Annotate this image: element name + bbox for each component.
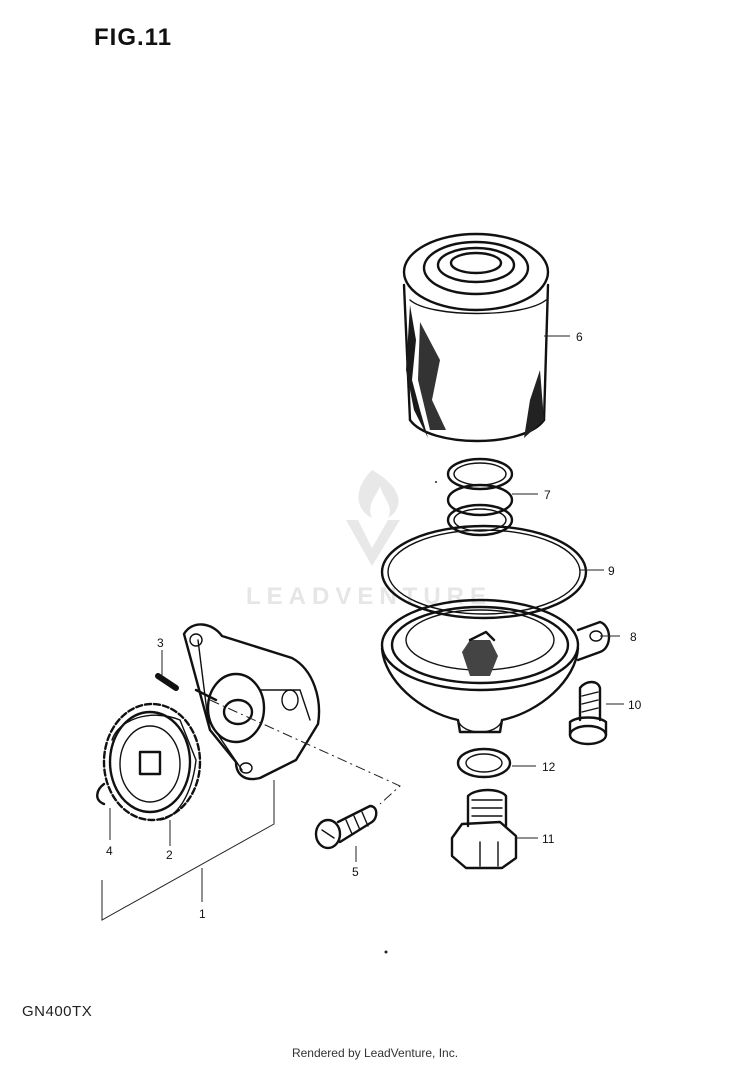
leadventure-watermark: LEADVENTURE bbox=[246, 470, 492, 610]
callout-5: 5 bbox=[352, 865, 359, 879]
part-4-circlip bbox=[96, 782, 106, 806]
callout-1: 1 bbox=[199, 907, 206, 921]
part-6-oil-filter bbox=[402, 232, 550, 443]
callout-7: 7 bbox=[544, 488, 551, 502]
part-3-pin bbox=[155, 673, 179, 691]
figure-title: FIG.11 bbox=[94, 24, 173, 51]
callout-11: 11 bbox=[542, 832, 555, 846]
callout-9: 9 bbox=[608, 564, 615, 578]
callout-8: 8 bbox=[630, 630, 637, 644]
render-credit: Rendered by LeadVenture, Inc. bbox=[291, 1046, 459, 1060]
leader-lines bbox=[109, 335, 624, 862]
part-1-oil-pump bbox=[182, 623, 321, 781]
assembly-axis-line bbox=[209, 699, 401, 805]
assembly-bracket bbox=[101, 780, 275, 921]
v-logo-icon bbox=[346, 520, 400, 566]
callout-10: 10 bbox=[628, 698, 642, 712]
part-7-spring bbox=[446, 457, 514, 537]
callout-2: 2 bbox=[166, 848, 173, 862]
callout-12: 12 bbox=[542, 760, 556, 774]
callout-labels: 6 7 9 8 10 12 11 3 4 2 5 1 bbox=[106, 330, 642, 921]
callout-3: 3 bbox=[157, 636, 164, 650]
callout-4: 4 bbox=[106, 844, 113, 858]
part-8-filter-cap bbox=[380, 598, 611, 734]
callout-6: 6 bbox=[576, 330, 583, 344]
part-5-screw bbox=[314, 804, 378, 850]
watermark-text: LEADVENTURE bbox=[246, 583, 492, 610]
part-10-bolt bbox=[568, 680, 608, 746]
part-9-o-ring bbox=[380, 524, 588, 620]
part-12-washer bbox=[456, 747, 512, 779]
model-code: GN400TX bbox=[22, 1003, 93, 1020]
flame-logo-icon bbox=[358, 470, 399, 518]
part-11-drain-plug bbox=[450, 788, 518, 870]
part-2-gear bbox=[102, 702, 202, 822]
